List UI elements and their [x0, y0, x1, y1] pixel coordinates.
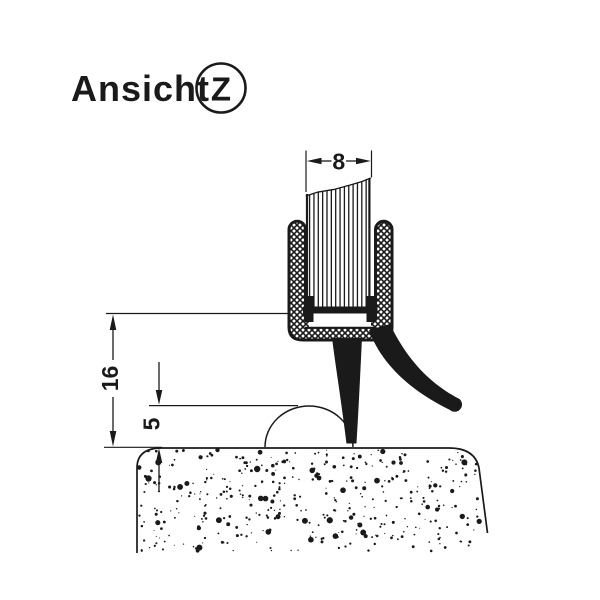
- dim8-arrow-right: [356, 157, 371, 165]
- dim5-arrow-up: [155, 448, 163, 463]
- glass-clamp-bar: [303, 306, 378, 314]
- glass-hatching: [308, 178, 367, 313]
- glass-face: [306, 178, 371, 314]
- sill-section: [104, 446, 489, 553]
- sill-outline: [136, 447, 489, 553]
- dim5-label: 5: [139, 417, 165, 430]
- seal-rib-notch-left: [313, 314, 322, 323]
- wiper-lip-vertical: [332, 338, 362, 444]
- dim8-arrow-left: [306, 157, 322, 165]
- seal-lips: [332, 324, 463, 444]
- glass-break-line: [305, 177, 372, 197]
- dim16-label: 16: [97, 366, 123, 392]
- detail-mark-label: Z: [211, 71, 231, 108]
- dimension-5: 5: [139, 362, 298, 490]
- glass-pane: [305, 177, 372, 314]
- view-label: Ansicht: [71, 68, 210, 109]
- dimension-16: 16: [97, 312, 288, 447]
- dim16-arrow-down: [109, 431, 117, 447]
- wiper-lip-curved: [369, 324, 463, 412]
- detail-mark-circle: [195, 62, 247, 114]
- seal-inner-rib-left: [304, 296, 314, 322]
- view-label-group: Ansicht Z: [71, 62, 247, 114]
- dim16-arrow-up: [109, 314, 117, 330]
- seal-inner-tray: [309, 311, 371, 328]
- seal-rib-notch-right: [358, 314, 367, 323]
- dim8-label: 8: [332, 149, 345, 175]
- dim5-arrow-down: [155, 390, 163, 405]
- seal-inner-rib-right: [366, 296, 376, 322]
- sill-body: [137, 448, 489, 553]
- water-deflector-bump: [264, 405, 354, 448]
- dimension-8: 8: [305, 149, 373, 192]
